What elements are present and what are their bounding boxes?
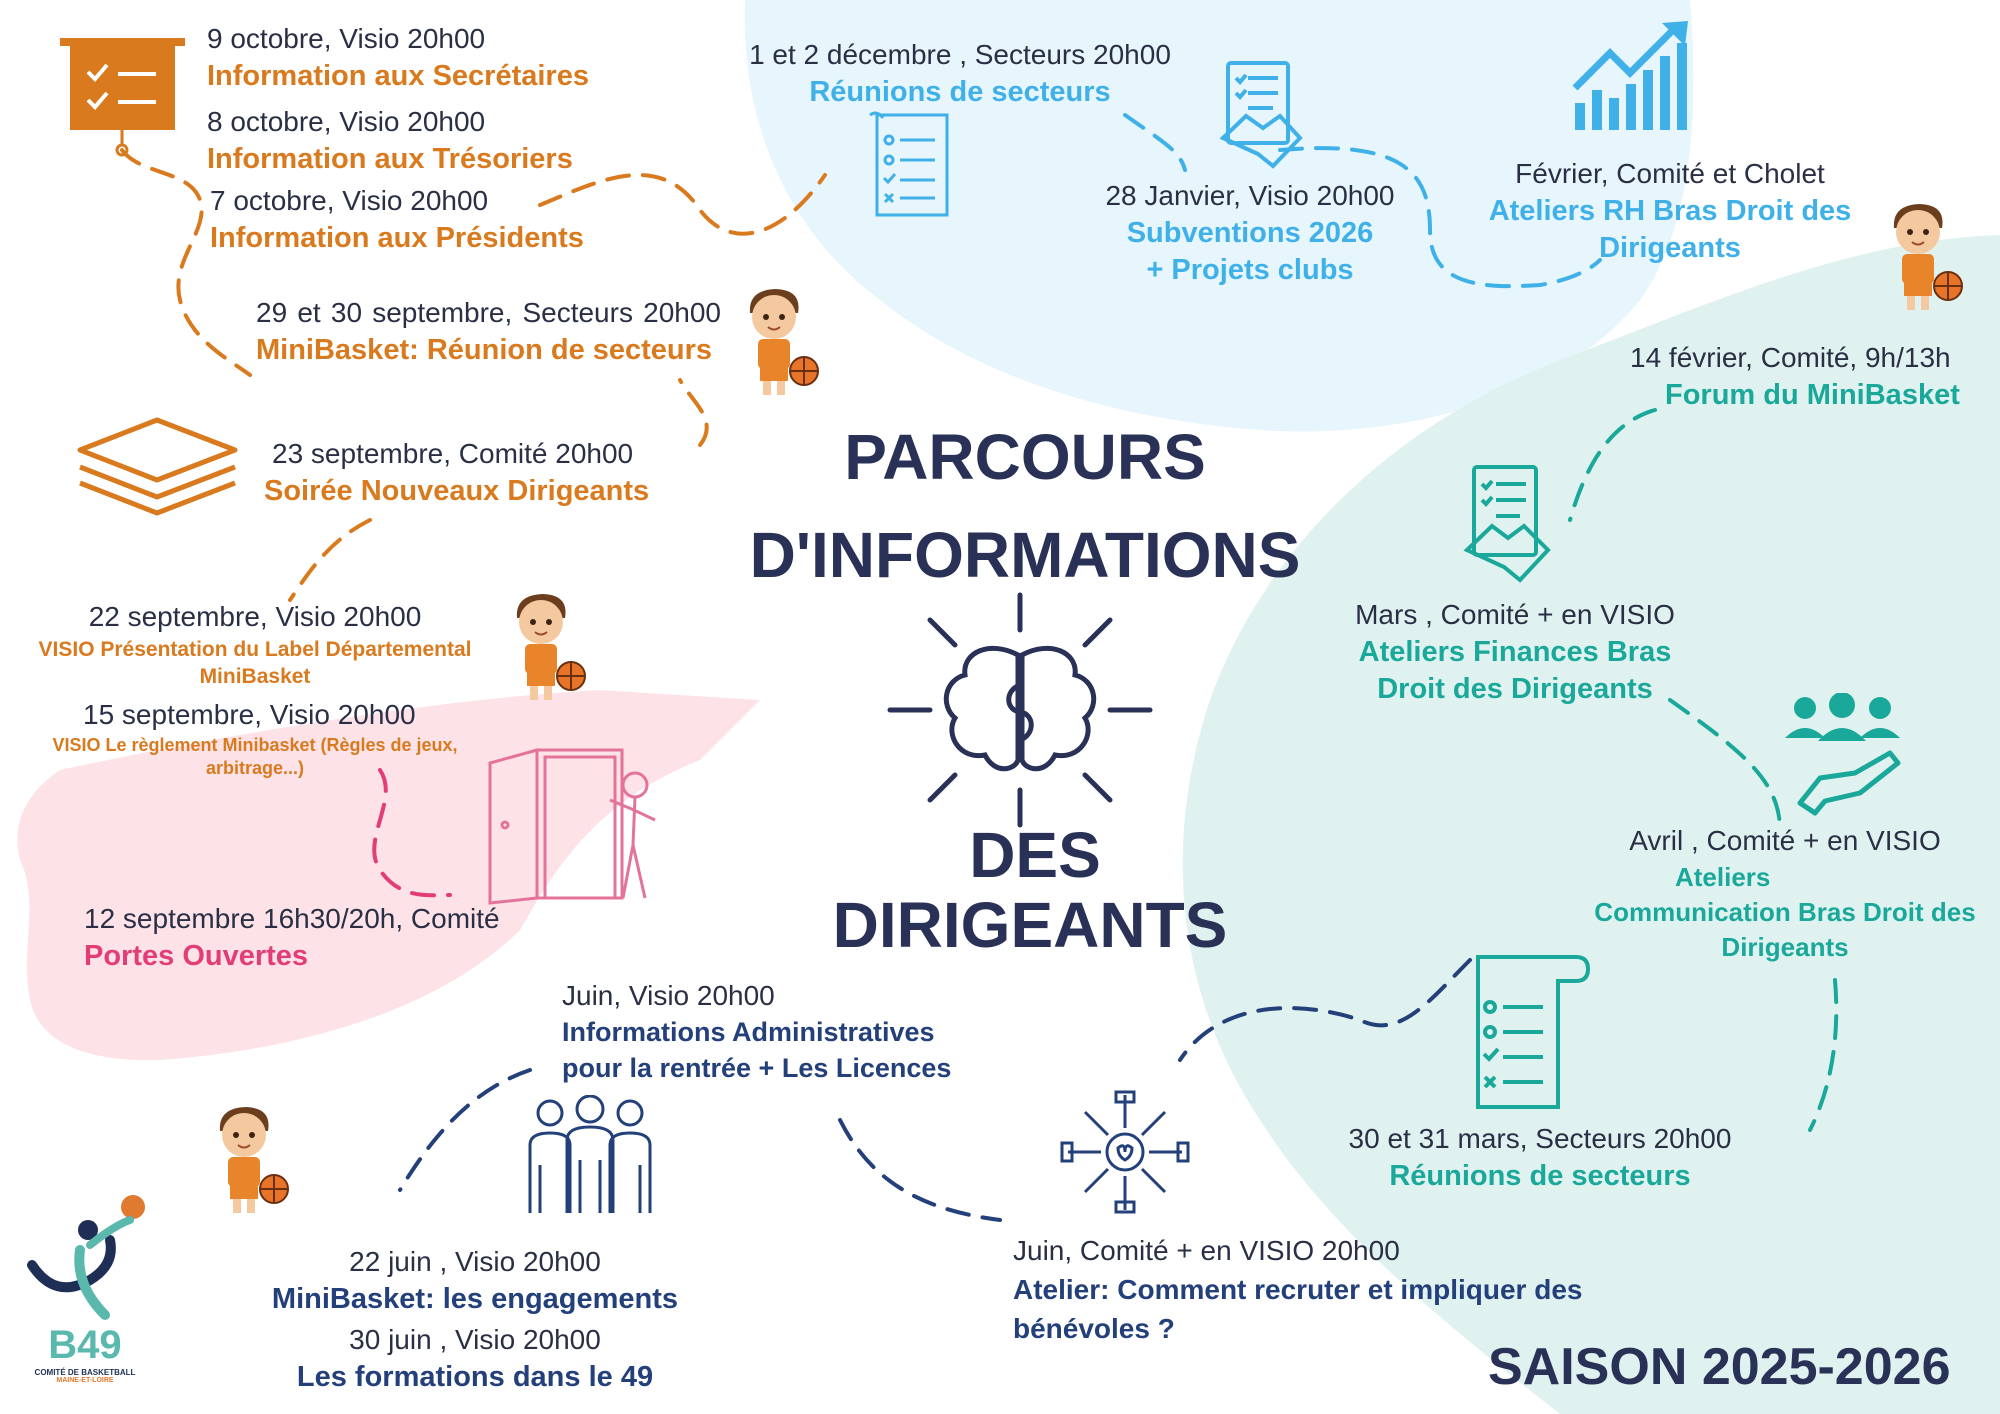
- mint-blob: [1182, 235, 2000, 1414]
- blue-path: [1123, 113, 1602, 289]
- event-administratives: Juin, Visio 20h00 Informations Administr…: [562, 977, 982, 1087]
- checklist-scroll-icon: [1476, 955, 1591, 1109]
- event-title-line2: + Projets clubs: [1146, 254, 1354, 287]
- event-title: Information aux Présidents: [210, 221, 584, 254]
- event-title: MiniBasket: les engagements: [271, 1282, 679, 1315]
- logo-mark: B49: [48, 1323, 122, 1367]
- event-title: Forum du MiniBasket: [1665, 378, 1960, 411]
- presentation-board-icon: [60, 38, 185, 157]
- title-informations: D'INFORMATIONS: [749, 519, 1301, 591]
- event-title: Informations Administratives pour la ren…: [562, 1016, 952, 1083]
- event-communication: Avril , Comité + en VISIO Ateliers Commu…: [1585, 822, 1985, 965]
- event-date: 22 juin , Visio 20h00: [349, 1246, 601, 1277]
- title-dirigeants: DIRIGEANTS: [832, 889, 1228, 961]
- event-formations: 30 juin , Visio 20h00 Les formations dan…: [240, 1321, 710, 1396]
- event-finances: Mars , Comité + en VISIO Ateliers Financ…: [1340, 596, 1690, 709]
- open-door-icon: [488, 748, 656, 905]
- event-decembre: 1 et 2 décembre , Secteurs 20h00 Réunion…: [740, 36, 1180, 111]
- event-reglement: 15 septembre, Visio 20h00 VISIO Le règle…: [20, 696, 490, 781]
- event-title: Information aux Secrétaires: [207, 59, 589, 92]
- logo-line2: MAINE-ET-LOIRE: [56, 1377, 114, 1384]
- event-date: Avril , Comité + en VISIO: [1629, 825, 1941, 856]
- handshake-contract-icon: [1463, 465, 1551, 583]
- event-date: 30 et 31 mars, Secteurs 20h00: [1348, 1123, 1732, 1154]
- orange-path: [120, 148, 827, 602]
- stacked-papers-icon: [77, 417, 238, 516]
- people-care-hand-icon: [1785, 693, 1901, 816]
- event-label-minibasket: 22 septembre, Visio 20h00 VISIO Présenta…: [20, 598, 490, 690]
- event-secretaires: 9 octobre, Visio 20h00 Information aux S…: [207, 20, 589, 95]
- event-date: 22 septembre, Visio 20h00: [88, 601, 422, 632]
- event-presidents: 7 octobre, Visio 20h00 Information aux P…: [210, 182, 584, 257]
- checklist-scroll-icon: [869, 111, 949, 217]
- event-title-line1: Ateliers: [1675, 861, 1771, 892]
- basketball-kid-icon: [219, 1107, 289, 1213]
- basketball-kid-icon: [516, 594, 586, 700]
- event-title: Réunions de secteurs: [809, 75, 1111, 108]
- event-date: 28 Janvier, Visio 20h00: [1105, 180, 1395, 211]
- event-date: 12 septembre 16h30/20h, Comité: [84, 903, 500, 934]
- event-title: Réunions de secteurs: [1389, 1159, 1691, 1192]
- event-ateliers-rh: Février, Comité et Cholet Ateliers RH Br…: [1440, 155, 1900, 268]
- event-date: 7 octobre, Visio 20h00: [210, 185, 489, 216]
- title-parcours: PARCOURS: [844, 421, 1206, 493]
- basketball-kid-icon: [1893, 204, 1963, 310]
- event-forum: 14 février, Comité, 9h/13h Forum du Mini…: [1630, 339, 1960, 414]
- basketball-player-logo-icon: [27, 1195, 145, 1320]
- saison-label: SAISON 2025-2026: [1488, 1338, 1951, 1396]
- event-date: Mars , Comité + en VISIO: [1355, 599, 1675, 630]
- brain-icon: [887, 592, 1153, 828]
- event-mars-secteurs: 30 et 31 mars, Secteurs 20h00 Réunions d…: [1320, 1120, 1760, 1195]
- event-title: Soirée Nouveaux Dirigeants: [264, 474, 650, 507]
- event-date: Juin, Comité + en VISIO 20h00: [1013, 1235, 1400, 1266]
- event-title: Ateliers RH Bras Droit des Dirigeants: [1488, 194, 1852, 265]
- event-portes-ouvertes: 12 septembre 16h30/20h, Comité Portes Ou…: [84, 900, 500, 975]
- event-subventions: 28 Janvier, Visio 20h00 Subventions 2026…: [1090, 177, 1410, 290]
- event-title-line3: Dirigeants: [1721, 931, 1849, 962]
- event-date: 14 février, Comité, 9h/13h: [1630, 342, 1951, 373]
- handshake-contract-icon: [1219, 61, 1303, 169]
- event-nouveaux-dirigeants: 23 septembre, Comité 20h00 Soirée Nouvea…: [264, 435, 649, 510]
- event-title: MiniBasket: Réunion de secteurs: [256, 333, 713, 366]
- event-tresoriers: 8 octobre, Visio 20h00 Information aux T…: [207, 103, 573, 178]
- navy-path: [398, 958, 1472, 1222]
- title-des: DES: [969, 819, 1101, 891]
- event-title: Les formations dans le 49: [296, 1360, 654, 1393]
- pink-brush-stroke: [17, 690, 761, 1061]
- event-date: Février, Comité et Cholet: [1515, 158, 1825, 189]
- event-title: Portes Ouvertes: [84, 939, 309, 972]
- b49-logo: B49 COMITÉ DE BASKETBALL MAINE-ET-LOIRE: [20, 1190, 150, 1384]
- event-date: 15 septembre, Visio 20h00: [83, 699, 416, 730]
- event-date: 8 octobre, Visio 20h00: [207, 106, 486, 137]
- event-title: Atelier: Comment recruter et impliquer d…: [1013, 1273, 1583, 1344]
- event-engagements: 22 juin , Visio 20h00 MiniBasket: les en…: [240, 1243, 710, 1318]
- event-title: VISIO Présentation du Label Départementa…: [38, 637, 472, 689]
- event-title-line2: Communication Bras Droit des: [1594, 896, 1976, 927]
- logo-line1: COMITÉ DE BASKETBALL: [34, 1368, 136, 1377]
- event-date: 9 octobre, Visio 20h00: [207, 23, 486, 54]
- event-title-line1: Subventions 2026: [1126, 216, 1374, 249]
- light-blue-blob: [744, 0, 1694, 432]
- event-title: Information aux Trésoriers: [207, 142, 573, 175]
- event-title: Ateliers Finances Bras Droit des Dirigea…: [1358, 635, 1672, 706]
- teal-path: [1568, 408, 1839, 1132]
- team-hands-icon: [1060, 1090, 1190, 1214]
- event-title: VISIO Le règlement Minibasket (Règles de…: [52, 734, 458, 779]
- growth-chart-icon: [1572, 21, 1688, 130]
- pink-path: [372, 768, 452, 898]
- group-people-icon: [528, 1095, 652, 1213]
- basketball-kid-icon: [749, 289, 819, 395]
- event-date: Juin, Visio 20h00: [562, 980, 775, 1011]
- event-date: 1 et 2 décembre , Secteurs 20h00: [749, 39, 1171, 70]
- event-date: 30 juin , Visio 20h00: [349, 1324, 601, 1355]
- event-benevoles: Juin, Comité + en VISIO 20h00 Atelier: C…: [1013, 1232, 1613, 1348]
- event-date: 29 et 30 septembre, Secteurs 20h00: [256, 297, 721, 328]
- event-date: 23 septembre, Comité 20h00: [272, 438, 634, 469]
- event-minibasket-secteurs: 29 et 30 septembre, Secteurs 20h00 MiniB…: [256, 294, 721, 369]
